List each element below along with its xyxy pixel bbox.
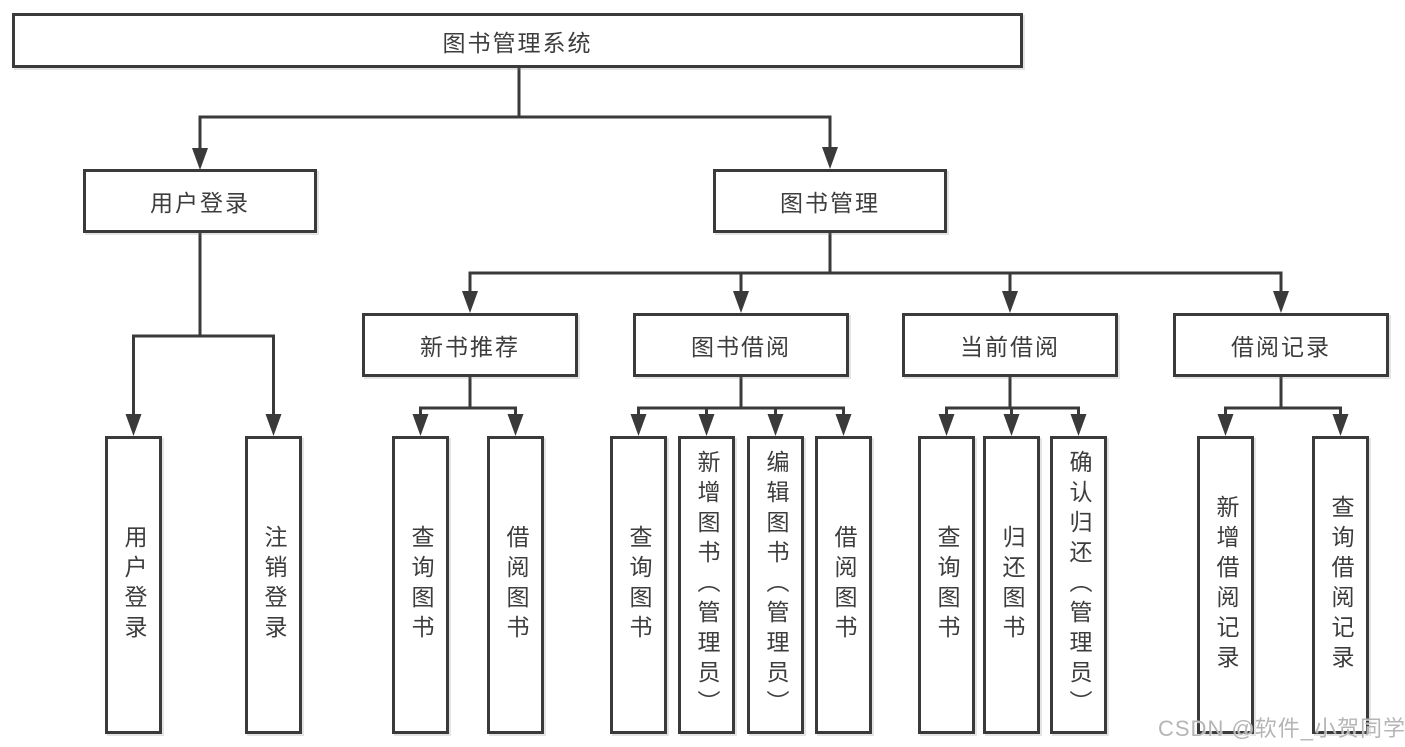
leaf-add-borrow-record: 新增借阅记录 [1197, 436, 1254, 734]
leaf-add-borrow-record-label: 新增借阅记录 [1213, 495, 1239, 675]
leaf-borrow-books-label: 借阅图书 [831, 525, 857, 645]
leaf-query-books-borrow-label: 查询图书 [626, 525, 652, 645]
leaf-return-books: 归还图书 [983, 436, 1040, 734]
node-book-borrowing-label: 图书借阅 [691, 334, 791, 360]
arrow-down-icon [1273, 291, 1289, 313]
leaf-edit-books-admin-label: 编辑图书（管理员） [763, 450, 789, 720]
leaf-query-books-recommend-label: 查询图书 [408, 525, 434, 645]
csdn-watermark: CSDN @软件_小贺同学 [1158, 716, 1405, 741]
arrow-down-icon [835, 414, 852, 436]
arrow-down-icon [192, 148, 208, 170]
node-book-borrowing: 图书借阅 [633, 313, 849, 377]
node-current-borrowing: 当前借阅 [902, 313, 1118, 377]
leaf-add-books-admin: 新增图书（管理员） [678, 436, 735, 734]
arrow-down-icon [698, 414, 715, 436]
leaf-query-borrow-record: 查询借阅记录 [1312, 436, 1369, 734]
node-user-login-module-label: 用户登录 [150, 190, 250, 216]
node-user-login-module: 用户登录 [83, 169, 317, 233]
leaf-query-books-borrow: 查询图书 [610, 436, 667, 734]
arrow-down-icon [1002, 291, 1018, 313]
leaf-logout: 注销登录 [245, 436, 302, 734]
node-new-book-recommendation: 新书推荐 [362, 313, 578, 377]
arrow-down-icon [733, 291, 749, 313]
arrow-down-icon [462, 291, 478, 313]
leaf-user-login-label: 用户登录 [121, 525, 147, 645]
leaf-confirm-return-admin-label: 确认归还（管理员） [1066, 450, 1092, 720]
leaf-query-books-recommend: 查询图书 [392, 436, 449, 734]
arrow-down-icon [412, 414, 429, 436]
leaf-return-books-label: 归还图书 [999, 525, 1025, 645]
node-current-borrowing-label: 当前借阅 [960, 334, 1060, 360]
arrow-down-icon [265, 414, 282, 436]
leaf-add-books-admin-label: 新增图书（管理员） [694, 450, 720, 720]
leaf-query-books-current: 查询图书 [918, 436, 975, 734]
arrow-down-icon [1332, 414, 1349, 436]
arrow-down-icon [767, 414, 784, 436]
leaf-logout-label: 注销登录 [261, 525, 287, 645]
node-borrowing-records: 借阅记录 [1173, 313, 1389, 377]
arrow-down-icon [125, 414, 142, 436]
leaf-query-books-current-label: 查询图书 [934, 525, 960, 645]
node-borrowing-records-label: 借阅记录 [1231, 334, 1331, 360]
leaf-borrow-books-recommend: 借阅图书 [487, 436, 544, 734]
arrow-down-icon [1003, 414, 1020, 436]
leaf-edit-books-admin: 编辑图书（管理员） [747, 436, 804, 734]
leaf-borrow-books-recommend-label: 借阅图书 [503, 525, 529, 645]
arrow-down-icon [630, 414, 647, 436]
leaf-borrow-books: 借阅图书 [815, 436, 872, 734]
leaf-confirm-return-admin: 确认归还（管理员） [1050, 436, 1107, 734]
leaf-query-borrow-record-label: 查询借阅记录 [1328, 495, 1354, 675]
arrow-down-icon [1217, 414, 1234, 436]
node-book-management-module: 图书管理 [713, 169, 947, 233]
node-library-management-system-label: 图书管理系统 [442, 29, 593, 56]
node-library-management-system: 图书管理系统 [12, 13, 1023, 68]
leaf-user-login: 用户登录 [105, 436, 162, 734]
arrow-down-icon [1070, 414, 1087, 436]
node-book-management-module-label: 图书管理 [780, 190, 880, 216]
arrow-down-icon [507, 414, 524, 436]
node-new-book-recommendation-label: 新书推荐 [420, 334, 520, 360]
arrow-down-icon [938, 414, 955, 436]
arrowheads-group [125, 147, 1349, 436]
arrow-down-icon [822, 147, 838, 169]
